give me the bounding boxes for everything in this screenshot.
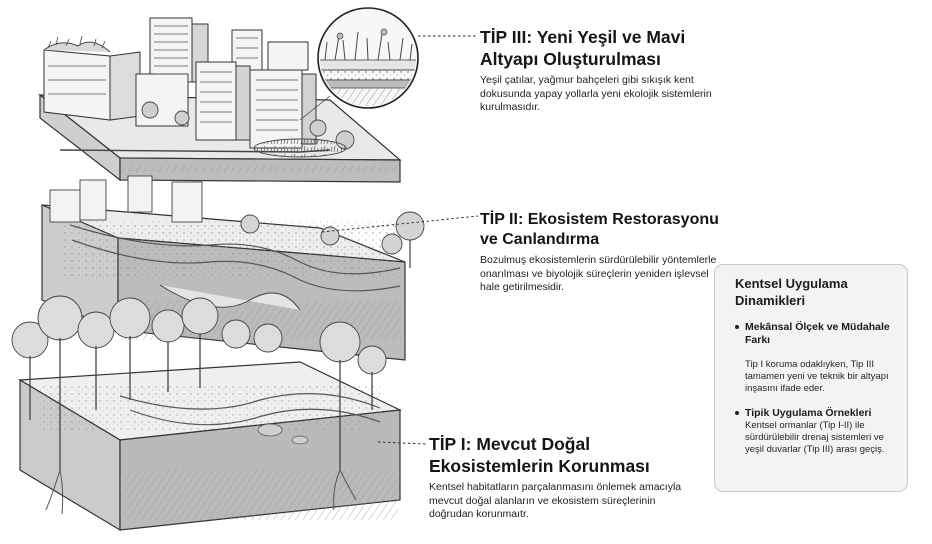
panel-item-text: Tip I koruma odaklıyken, Tip III tamamen… bbox=[745, 359, 889, 394]
panel-item-heading: Tipik Uygulama Örnekleri bbox=[735, 407, 895, 420]
tip1-callout: TİP I: Mevcut Doğal Ekosistemlerin Korun… bbox=[429, 433, 689, 522]
green-roof-detail-magnifier bbox=[299, 7, 419, 121]
tier3-urban-block bbox=[38, 17, 402, 183]
tier1-natural-forest-block bbox=[11, 295, 403, 532]
tip2-description: Bozulmuş ekosistemlerin sürdürülebilir y… bbox=[480, 254, 717, 293]
tip3-callout: TİP III: Yeni Yeşil ve Mavi Altyapı Oluş… bbox=[480, 26, 730, 115]
urban-dynamics-panel: Kentsel Uygulama Dinamikleri Mekânsal Öl… bbox=[714, 264, 908, 492]
tip3-title: TİP III: Yeni Yeşil ve Mavi Altyapı Oluş… bbox=[480, 27, 686, 69]
tip3-description: Yeşil çatılar, yağmur bahçeleri gibi sık… bbox=[480, 74, 712, 113]
panel-item: Mekânsal Ölçek ve Müdahale Farkı Tip I k… bbox=[735, 321, 895, 395]
tip1-description: Kentsel habitatların parçalanmasını önle… bbox=[429, 481, 682, 520]
panel-item-heading: Mekânsal Ölçek ve Müdahale Farkı bbox=[735, 321, 895, 347]
panel-item-text: Kentsel ormanlar (Tip I-II) ile sürdürül… bbox=[745, 420, 885, 455]
panel-title: Kentsel Uygulama Dinamikleri bbox=[735, 276, 848, 308]
tip1-title: TİP I: Mevcut Doğal Ekosistemlerin Korun… bbox=[429, 434, 650, 476]
panel-item: Tipik Uygulama Örnekleri Kentsel ormanla… bbox=[735, 407, 895, 456]
tip2-title: TİP II: Ekosistem Restorasyonu ve Canlan… bbox=[480, 211, 719, 248]
tip2-callout: TİP II: Ekosistem Restorasyonu ve Canlan… bbox=[480, 210, 725, 295]
